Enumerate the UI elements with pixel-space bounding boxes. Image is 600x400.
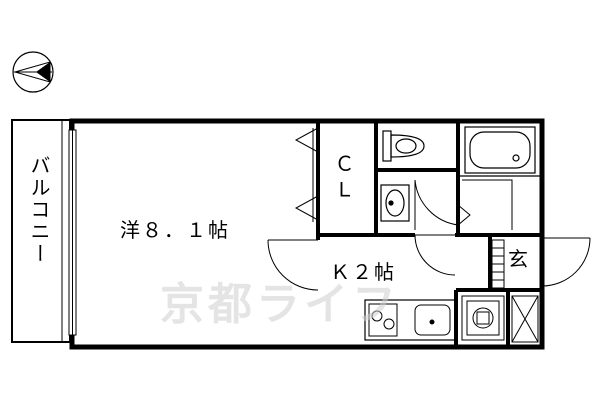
watermark: 京都ライフ	[160, 279, 400, 330]
bathroom-door	[457, 179, 513, 230]
sink-icon	[414, 304, 451, 336]
balcony-label: バルコニー	[27, 155, 51, 265]
washbasin-icon	[380, 184, 410, 222]
stove-icon	[368, 303, 398, 337]
entrance-door	[541, 237, 591, 287]
north-arrow-icon	[12, 51, 54, 93]
kitchen-door	[414, 234, 456, 276]
closet-door-markers	[294, 127, 319, 222]
entrance-label: 玄	[508, 247, 530, 271]
storage-box-icon	[511, 295, 539, 343]
bathtub-icon	[460, 126, 540, 177]
balcony-window	[68, 129, 77, 336]
kitchen-counter	[364, 299, 456, 341]
closet-label: ＣＬ	[331, 153, 355, 205]
washing-machine-icon	[461, 295, 505, 341]
western-room-label: 洋８．１帖	[120, 218, 230, 242]
western-room-door	[267, 239, 319, 291]
toilet-icon	[382, 130, 425, 162]
washroom-door	[414, 179, 459, 230]
kitchen-label: Ｋ２帖	[330, 260, 396, 284]
shoe-rack-icon	[491, 239, 505, 289]
